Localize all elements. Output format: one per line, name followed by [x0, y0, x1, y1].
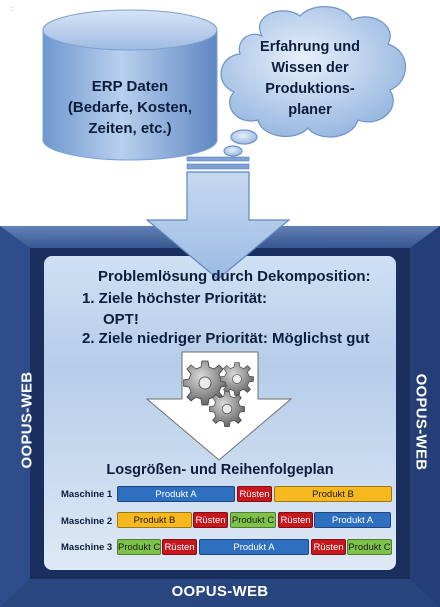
product-segment: Produkt C	[347, 539, 392, 555]
frame-label-left: OOPUS-WEB	[18, 371, 36, 469]
machine-label: Maschine 2	[61, 516, 113, 527]
product-segment: Produkt B	[274, 486, 392, 502]
erp-data-label: ERP Daten (Bedarfe, Kosten, Zeiten, etc.…	[67, 78, 193, 137]
machine-label: Maschine 1	[61, 489, 113, 500]
setup-segment: Rüsten	[193, 512, 228, 528]
product-segment: Produkt A	[117, 486, 235, 502]
plan-title: Losgrößen- und Reihenfolgeplan	[106, 462, 334, 478]
product-segment: Produkt C	[117, 539, 161, 555]
frame-label-bottom: OOPUS-WEB	[171, 583, 269, 600]
erp-database-cylinder	[42, 9, 218, 161]
goal-1: 1. Ziele höchster Priorität:	[82, 290, 268, 307]
setup-segment: Rüsten	[278, 512, 313, 528]
machine-label: Maschine 3	[61, 542, 113, 553]
gears-icon	[183, 360, 254, 427]
product-segment: Produkt A	[314, 512, 391, 528]
goal-1-sub: OPT!	[103, 311, 139, 328]
thought-cloud	[220, 6, 406, 157]
planner-knowledge-label: Erfahrung und Wissen der Produktions- pl…	[260, 39, 360, 118]
product-segment: Produkt B	[117, 512, 192, 528]
decomposition-title: Problemlösung durch Dekomposition:	[98, 268, 371, 285]
product-segment: Produkt C	[230, 512, 276, 528]
product-segment: Produkt A	[199, 539, 309, 555]
setup-segment: Rüsten	[237, 486, 272, 502]
setup-segment: Rüsten	[311, 539, 346, 555]
input-arrow	[145, 156, 291, 280]
setup-segment: Rüsten	[162, 539, 197, 555]
goal-2: 2. Ziele niedriger Priorität: Möglichst …	[82, 330, 370, 347]
corner-mark: :	[11, 6, 13, 13]
frame-label-right: OOPUS-WEB	[412, 373, 430, 471]
